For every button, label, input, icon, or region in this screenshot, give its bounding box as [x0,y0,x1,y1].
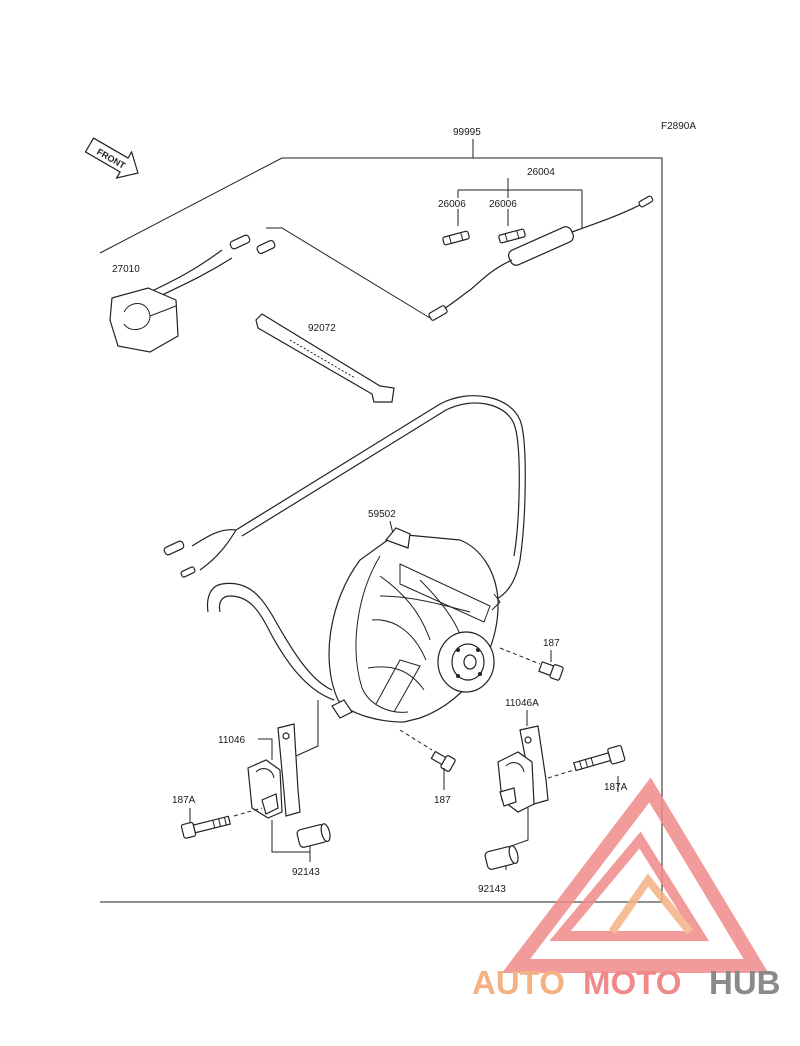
bolt-187-top [538,661,564,681]
bolt-187A-right [573,745,626,772]
kit-frame [99,139,663,903]
label-59502: 59502 [368,509,396,520]
leader-92143-left [271,820,311,853]
label-99995: 99995 [453,127,481,138]
watermark-moto: MOTO [583,964,681,1001]
label-26004: 26004 [527,167,555,178]
label-187A-left: 187A [172,795,196,806]
leader-11046-b [295,700,319,757]
leader-11046 [258,738,273,760]
label-26006-b: 26006 [489,199,517,210]
label-187-top: 187 [543,638,560,649]
label-187-mid: 187 [434,795,451,806]
figure-code: F2890A [661,121,696,132]
label-11046: 11046 [218,735,246,746]
dash-187-top [499,647,541,665]
collar-92143-right [484,845,519,870]
label-92143-left: 92143 [292,867,320,878]
label-26006-a: 26006 [438,199,466,210]
watermark-text: AUTO MOTO HUB [472,964,781,1001]
collar-92143-left [296,823,331,848]
watermark-hub: HUB [709,964,781,1001]
watermark-logo-icon [501,777,769,973]
fuse-26006-b [498,228,526,244]
bolt-187-mid [430,750,456,772]
label-92072: 92072 [308,323,336,334]
bracket-11046 [247,723,301,819]
bracket-11046A [497,725,549,813]
dash-187A-left [233,807,263,817]
leader-92143-right [505,808,529,849]
switch-27010 [109,227,431,353]
fuse-26006-a [442,230,470,246]
leader-26004 [457,178,583,228]
cable-tie-92072 [255,313,395,403]
dash-187-mid [399,729,433,751]
label-187A-right: 187A [604,782,628,793]
bolt-187A-left [180,815,231,839]
watermark-auto: AUTO [472,964,565,1001]
fan-harness [163,395,526,601]
hose [206,582,335,701]
dash-187A-right [547,769,575,779]
label-92143-right: 92143 [478,884,506,895]
fuse-holder-26004 [428,195,654,321]
front-arrow-icon: FRONT [84,137,139,179]
fan-assembly-59502 [328,527,501,723]
label-11046A: 11046A [505,698,539,709]
label-27010: 27010 [112,264,140,275]
